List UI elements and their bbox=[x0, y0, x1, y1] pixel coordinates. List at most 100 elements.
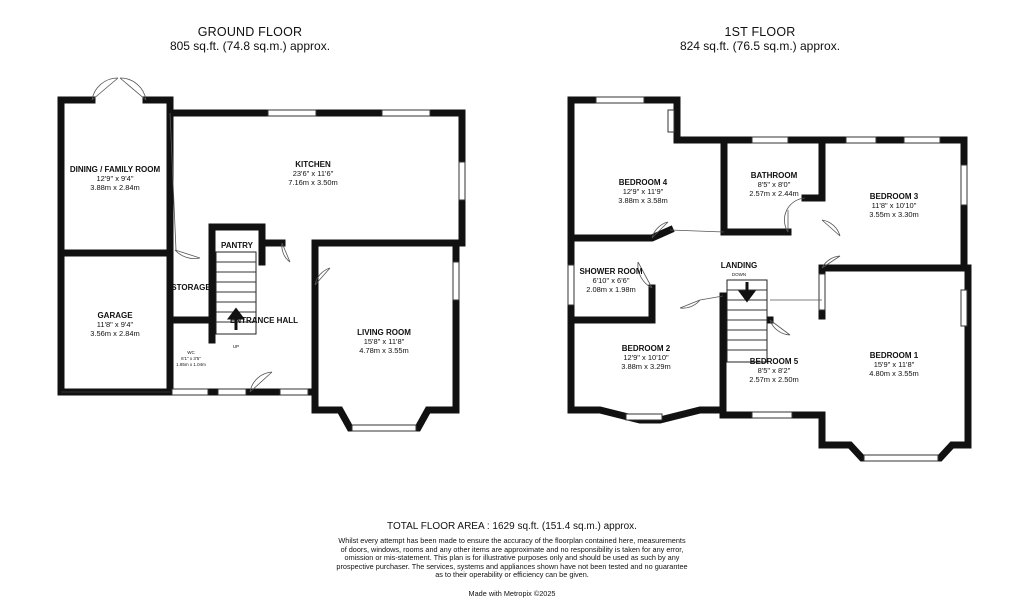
bedroom3-label: BEDROOM 3 bbox=[870, 192, 919, 201]
wc-label: WC bbox=[187, 350, 195, 355]
shower-room-imperial: 6'10" x 6'6" bbox=[593, 276, 630, 285]
kitchen-imperial: 23'6" x 11'6" bbox=[293, 169, 334, 178]
first-floor-outer-wall bbox=[567, 96, 972, 462]
bathroom-label: BATHROOM bbox=[751, 171, 798, 180]
disclaimer-line: omission or mis-statement. This plan is … bbox=[344, 553, 680, 563]
first-floor-plan: BEDROOM 4 12'9" x 11'9" 3.88m x 3.58m BA… bbox=[567, 96, 972, 462]
total-floor-area: TOTAL FLOOR AREA : 1629 sq.ft. (151.4 sq… bbox=[387, 521, 637, 532]
disclaimer-line: prospective purchaser. The services, sys… bbox=[336, 561, 688, 571]
living-side-window bbox=[452, 261, 460, 301]
living-label: LIVING ROOM bbox=[357, 328, 411, 337]
kitchen-metric: 7.16m x 3.50m bbox=[288, 178, 338, 187]
disclaimer-line: as to their operability or efficiency ca… bbox=[435, 570, 589, 580]
landing-outline bbox=[669, 229, 822, 301]
metropix-credit: Made with Metropix ©2025 bbox=[468, 589, 556, 598]
shower-room-metric: 2.08m x 1.98m bbox=[586, 285, 636, 294]
wc-window bbox=[171, 388, 209, 396]
bedroom4-metric: 3.88m x 3.58m bbox=[618, 196, 668, 205]
hall-window-1 bbox=[217, 388, 247, 396]
ground-floor-plan: DINING / FAMILY ROOM 12'9" x 9'4" 3.88m … bbox=[57, 77, 466, 432]
living-metric: 4.78m x 3.55m bbox=[359, 346, 409, 355]
disclaimer-line: of doors, windows, rooms and any other i… bbox=[340, 544, 684, 554]
dining-metric: 3.88m x 2.84m bbox=[90, 183, 140, 192]
bedroom4-door-arc bbox=[651, 221, 669, 239]
bedroom3-door-arc bbox=[821, 219, 841, 237]
first-floor-area: 824 sq.ft. (76.5 sq.m.) approx. bbox=[679, 39, 841, 53]
bedroom3-side-window bbox=[960, 164, 968, 206]
bedroom2-window bbox=[625, 413, 663, 421]
bedroom3-metric: 3.55m x 3.30m bbox=[869, 210, 919, 219]
bathroom-imperial: 8'5" x 8'0" bbox=[758, 180, 791, 189]
landing-label: LANDING bbox=[721, 261, 757, 270]
ground-floor-area: 805 sq.ft. (74.8 sq.m.) approx. bbox=[169, 39, 331, 53]
pantry-label: PANTRY bbox=[221, 241, 254, 250]
kitchen-label: KITCHEN bbox=[295, 160, 331, 169]
bedroom2-imperial: 12'9" x 10'10" bbox=[623, 353, 669, 362]
shower-room-label: SHOWER ROOM bbox=[579, 267, 642, 276]
shower-door-arc bbox=[637, 261, 653, 289]
disclaimer-line: Whilst every attempt has been made to en… bbox=[338, 536, 686, 545]
bedroom2-door-arc bbox=[679, 299, 701, 309]
disclaimer: Whilst every attempt has been made to en… bbox=[330, 536, 694, 580]
bedroom1-door-arc bbox=[821, 255, 841, 269]
kitchen-window-1 bbox=[267, 109, 317, 117]
living-bay-window bbox=[351, 424, 417, 432]
bedroom1-label: BEDROOM 1 bbox=[870, 351, 919, 360]
first-floor-header: 1ST FLOOR 824 sq.ft. (76.5 sq.m.) approx… bbox=[640, 25, 880, 53]
stair-down-label: DOWN bbox=[732, 272, 746, 277]
dining-top-wall bbox=[142, 96, 174, 117]
storage-door-arc bbox=[174, 249, 201, 259]
french-door-arc bbox=[91, 77, 147, 101]
bedroom5-window bbox=[751, 411, 793, 419]
bedroom4-window bbox=[595, 96, 645, 104]
garage-imperial: 11'8" x 9'4" bbox=[97, 320, 134, 329]
first-floor-staircase bbox=[726, 279, 768, 363]
landing-window bbox=[818, 273, 826, 311]
stair-up-arrow-icon bbox=[227, 307, 245, 330]
first-floor-title: 1ST FLOOR bbox=[724, 25, 796, 39]
garage-metric: 3.56m x 2.84m bbox=[90, 329, 140, 338]
ground-floor-title: GROUND FLOOR bbox=[197, 25, 303, 39]
bathroom-window bbox=[751, 136, 789, 144]
pantry-wall bbox=[208, 223, 266, 344]
bedroom2-label: BEDROOM 2 bbox=[622, 344, 671, 353]
bedroom4-small-window bbox=[667, 109, 675, 133]
entrance-hall-label: ENTRANCE HALL bbox=[230, 316, 298, 325]
bedroom1-side-window bbox=[960, 289, 968, 327]
dining-label: DINING / FAMILY ROOM bbox=[70, 165, 161, 174]
shower-window bbox=[567, 264, 575, 306]
bedroom4-imperial: 12'9" x 11'9" bbox=[623, 187, 664, 196]
dining-imperial: 12'9" x 9'4" bbox=[97, 174, 134, 183]
kitchen-window-2 bbox=[381, 109, 431, 117]
stair-up-label: UP bbox=[233, 344, 239, 349]
front-door-arc bbox=[249, 371, 273, 393]
bedroom3-imperial: 11'8" x 10'10" bbox=[872, 201, 917, 210]
kitchen-door-arc bbox=[281, 242, 291, 263]
bedroom3-window-1 bbox=[845, 136, 877, 144]
ground-staircase bbox=[215, 251, 257, 335]
bathroom-door-arc bbox=[784, 197, 806, 233]
hall-window-2 bbox=[279, 388, 309, 396]
living-door-arc bbox=[314, 267, 331, 286]
wc-metric: 1.85m x 1.04m bbox=[176, 362, 206, 367]
bedroom4-label: BEDROOM 4 bbox=[619, 178, 668, 187]
kitchen-side-window bbox=[458, 161, 466, 201]
bathroom-metric: 2.57m x 2.44m bbox=[749, 189, 799, 198]
bedroom1-metric: 4.80m x 3.55m bbox=[869, 369, 919, 378]
bedroom2-metric: 3.88m x 3.29m bbox=[621, 362, 671, 371]
living-imperial: 15'8" x 11'8" bbox=[364, 337, 405, 346]
stair-down-arrow-icon bbox=[738, 282, 756, 303]
storage-label: STORAGE bbox=[171, 283, 211, 292]
shower-bottom-wall bbox=[567, 284, 656, 324]
garage-label: GARAGE bbox=[97, 311, 133, 320]
wc-imperial: 6'1" x 3'5" bbox=[181, 356, 201, 361]
bedroom1-bay-window bbox=[863, 454, 939, 462]
bedroom1-imperial: 15'9" x 11'8" bbox=[874, 360, 915, 369]
dining-kitchen-opening bbox=[169, 112, 177, 251]
ground-floor-header: GROUND FLOOR 805 sq.ft. (74.8 sq.m.) app… bbox=[130, 25, 370, 53]
bedroom5-label: BEDROOM 5 bbox=[750, 357, 799, 366]
bedroom5-door-arc bbox=[769, 319, 791, 336]
bedroom5-imperial: 8'5" x 8'2" bbox=[758, 366, 791, 375]
bedroom5-metric: 2.57m x 2.50m bbox=[749, 375, 799, 384]
